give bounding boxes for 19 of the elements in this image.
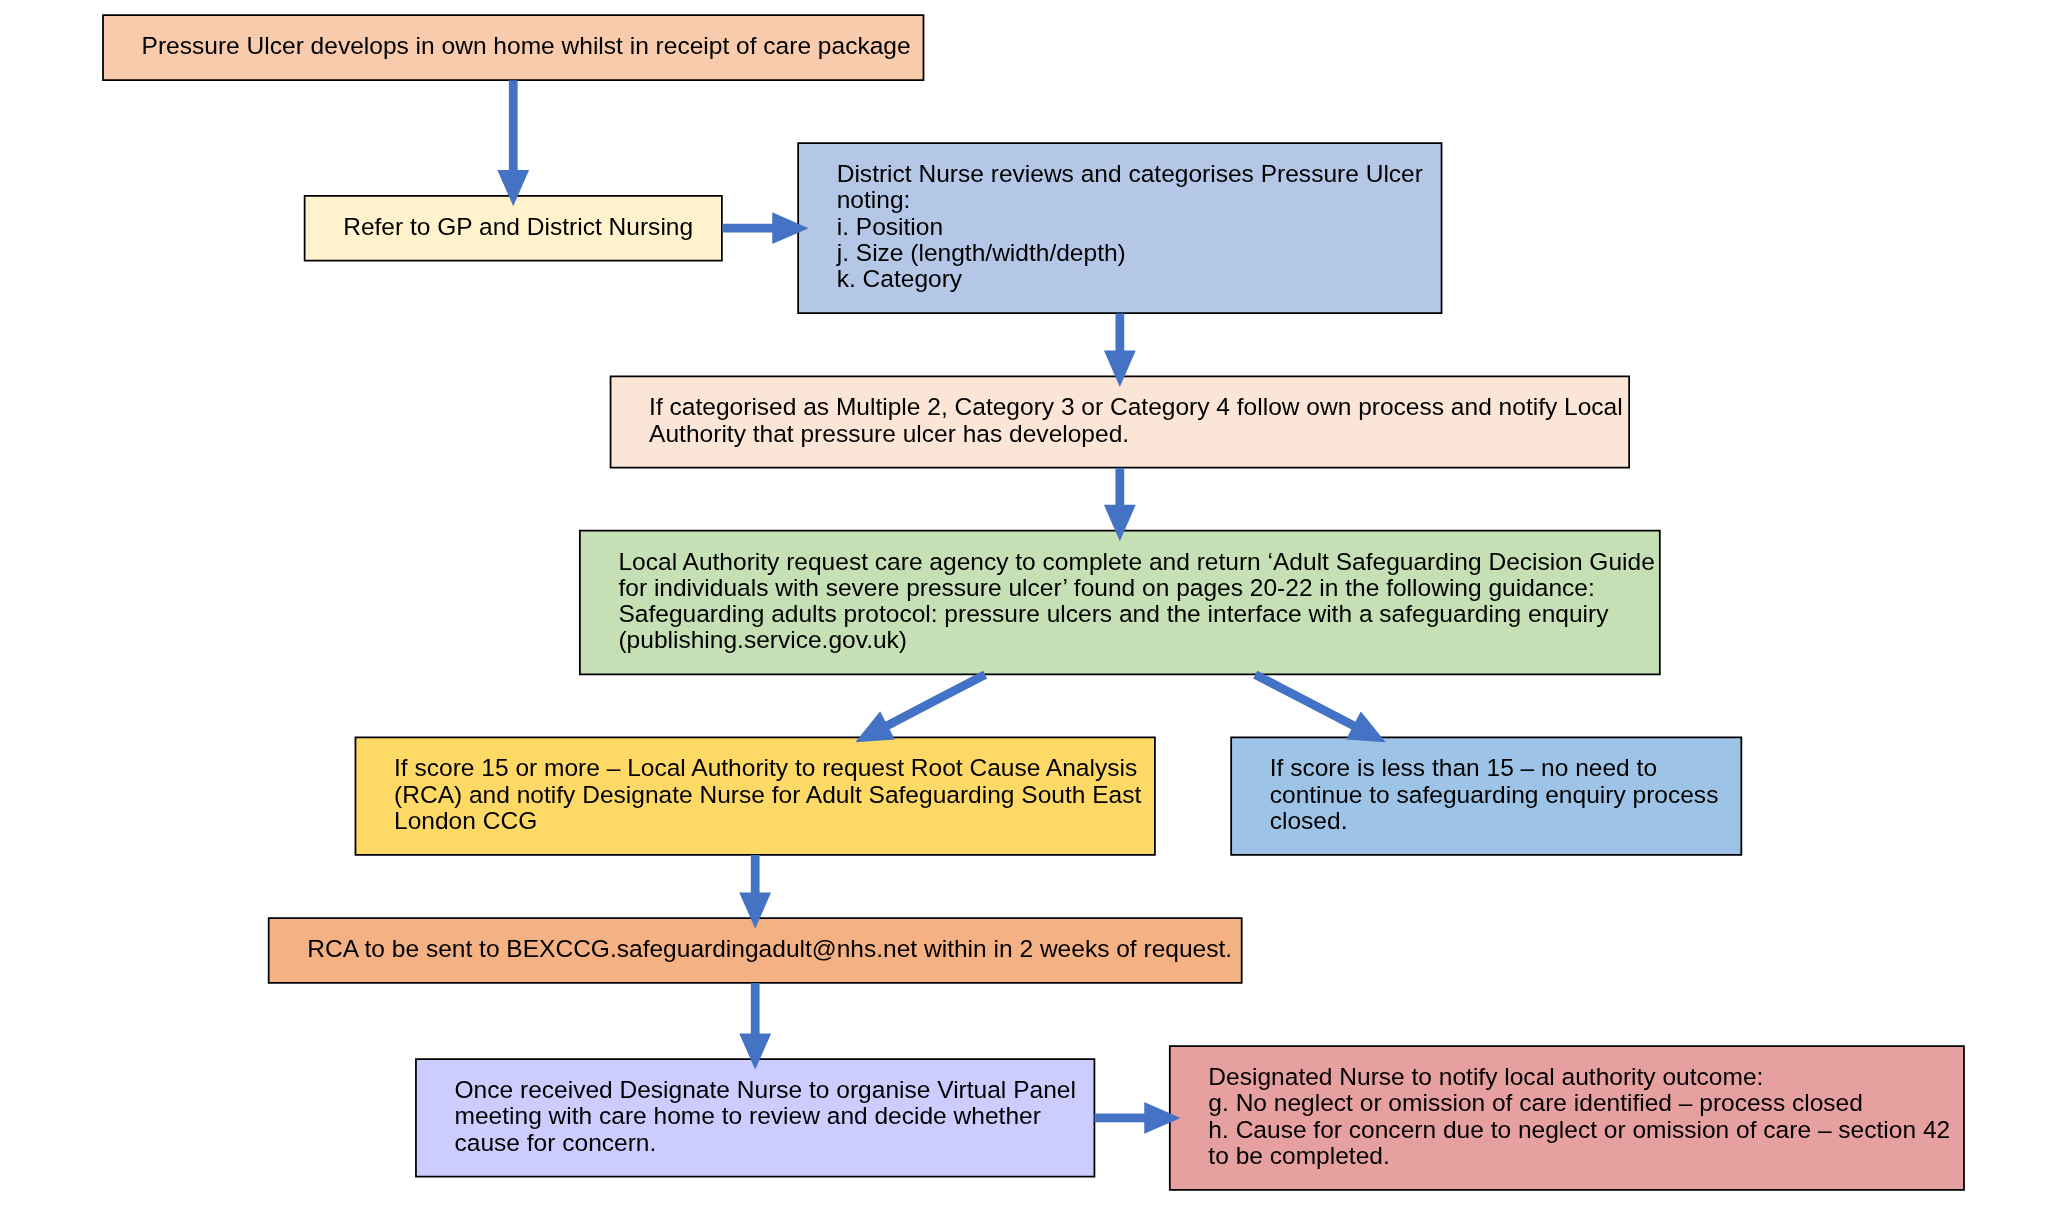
node-box: Local Authority request care agency to complete and return ‘Adult Safeguarding Decision Guide for individuals with severe pressure ulcer’ found on pages 20-22 in the following guidance: Safeguarding adults protocol: pressure ulcers and the interface with a safeguarding enquiry (publishing.service.gov.uk) xyxy=(579,529,1661,676)
node-box: If score 15 or more – Local Authority to request Root Cause Analysis (RCA) and notify Designate Nurse for Adult Safeguarding South East London CCG xyxy=(354,736,1156,856)
arrow xyxy=(722,212,809,245)
arrow xyxy=(497,80,530,207)
arrow xyxy=(1253,670,1386,743)
node-box: Refer to GP and District Nursing xyxy=(303,194,723,262)
node-box: Pressure Ulcer develops in own home whilst in receipt of care package xyxy=(102,14,925,81)
node-box: If categorised as Multiple 2, Category 3 or Category 4 follow own process and notify Local Authority that pressure ulcer has developed. xyxy=(609,375,1630,469)
arrow xyxy=(739,854,772,929)
node-box: District Nurse reviews and categorises Pressure Ulcer noting: i. Position j. Size (length/width/depth) k. Category xyxy=(797,142,1443,315)
arrow xyxy=(1094,1102,1181,1134)
arrow xyxy=(1103,467,1136,542)
node-box: If score is less than 15 – no need to continue to safeguarding enquiry process closed. xyxy=(1230,736,1743,856)
node-box: Designated Nurse to notify local authority outcome: g. No neglect or omission of care identified – process closed h. Cause for concern due to neglect or omission of care – section 42 to be completed. xyxy=(1168,1045,1965,1191)
node-box: RCA to be sent to BEXCCG.safeguardingadult@nhs.net within in 2 weeks of request. xyxy=(267,917,1243,984)
arrow xyxy=(855,670,988,743)
arrow xyxy=(1103,313,1136,387)
arrow xyxy=(739,983,772,1070)
node-box: Once received Designate Nurse to organise Virtual Panel meeting with care home to review and decide whether cause for concern. xyxy=(415,1058,1096,1178)
